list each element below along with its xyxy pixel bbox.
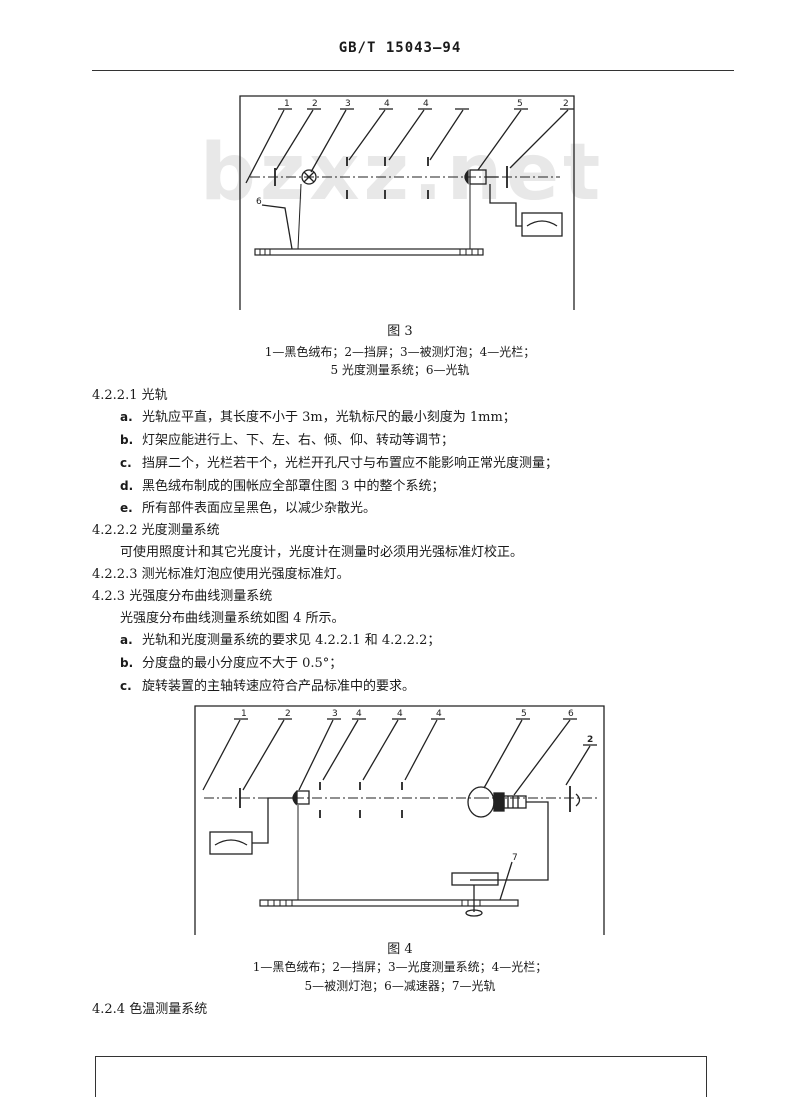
figure-4-legend-2: 5—被测灯泡；6—减速器；7—光轨: [304, 979, 496, 993]
fig3-callout-2: 2: [312, 99, 318, 109]
section-4-2-2-1: 4.2.2.1 光轨: [92, 388, 168, 403]
fig4-callout-3: 3: [332, 709, 338, 719]
fig3-callout-2b: 2: [563, 99, 569, 109]
fig4-callout-4c: 4: [436, 709, 442, 719]
figure-4-diagram: 1 2 3 4 4 4 5 6 2 7: [194, 705, 605, 935]
rail-item-e: e.所有部件表面应呈黑色，以减少杂散光。: [120, 501, 377, 516]
fig3-callout-5: 5: [517, 99, 523, 109]
distribution-item-c: c.旋转装置的主轴转速应符合产品标准中的要求。: [120, 679, 416, 694]
distribution-item-b: b.分度盘的最小分度应不大于 0.5°；: [120, 656, 343, 671]
fig4-callout-6: 6: [568, 709, 574, 719]
rail-item-c: c.挡屏二个，光栏若干个，光栏开孔尺寸与布置应不能影响正常光度测量；: [120, 456, 559, 471]
figure-3-title: 图 3: [387, 324, 413, 339]
fig3-callout-4b: 4: [423, 99, 429, 109]
fig3-callout-1: 1: [284, 99, 290, 109]
rail-item-a: a.光轨应平直，其长度不小于 3m，光轨标尺的最小刻度为 1mm；: [120, 410, 516, 425]
standard-code-header: GB/T 15043—94: [338, 40, 462, 56]
section-4-2-4: 4.2.4 色温测量系统: [92, 1002, 208, 1017]
figure-3-diagram: 1 2 3 4 4 5 2 6: [239, 95, 575, 310]
section-4-2-2-2: 4.2.2.2 光度测量系统: [92, 523, 220, 538]
figure-3-legend-1: 1—黑色绒布；2—挡屏；3—被测灯泡；4—光栏；: [264, 345, 536, 359]
header-rule: [92, 70, 734, 71]
distribution-paragraph: 光强度分布曲线测量系统如图 4 所示。: [120, 611, 345, 626]
figure-3-legend-2: 5 光度测量系统；6—光轨: [330, 363, 470, 377]
fig3-callout-6: 6: [256, 197, 262, 207]
fig4-callout-5: 5: [521, 709, 527, 719]
fig3-callout-3: 3: [345, 99, 351, 109]
fig4-callout-2: 2: [285, 709, 291, 719]
section-4-2-2-3: 4.2.2.3 测光标准灯泡应使用光强度标准灯。: [92, 567, 350, 582]
fig4-callout-4b: 4: [397, 709, 403, 719]
figure-4-legend-1: 1—黑色绒布；2—挡屏；3—光度测量系统；4—光栏；: [252, 960, 548, 974]
fig4-callout-7: 7: [512, 853, 518, 863]
photometry-paragraph: 可使用照度计和其它光度计，光度计在测量时必须用光强标准灯校正。: [120, 545, 524, 560]
distribution-item-a: a.光轨和光度测量系统的要求见 4.2.2.1 和 4.2.2.2；: [120, 633, 441, 648]
fig3-callout-4a: 4: [384, 99, 390, 109]
fig4-callout-2b: 2: [587, 735, 593, 745]
rail-item-d: d.黑色绒布制成的围帐应全部罩住图 3 中的整个系统；: [120, 479, 445, 494]
figure-4-title: 图 4: [387, 942, 413, 957]
fig4-callout-1: 1: [241, 709, 247, 719]
bottom-frame: [95, 1056, 707, 1097]
section-4-2-3: 4.2.3 光强度分布曲线测量系统: [92, 589, 273, 604]
fig4-callout-4a: 4: [356, 709, 362, 719]
rail-item-b: b.灯架应能进行上、下、左、右、倾、仰、转动等调节；: [120, 433, 455, 448]
